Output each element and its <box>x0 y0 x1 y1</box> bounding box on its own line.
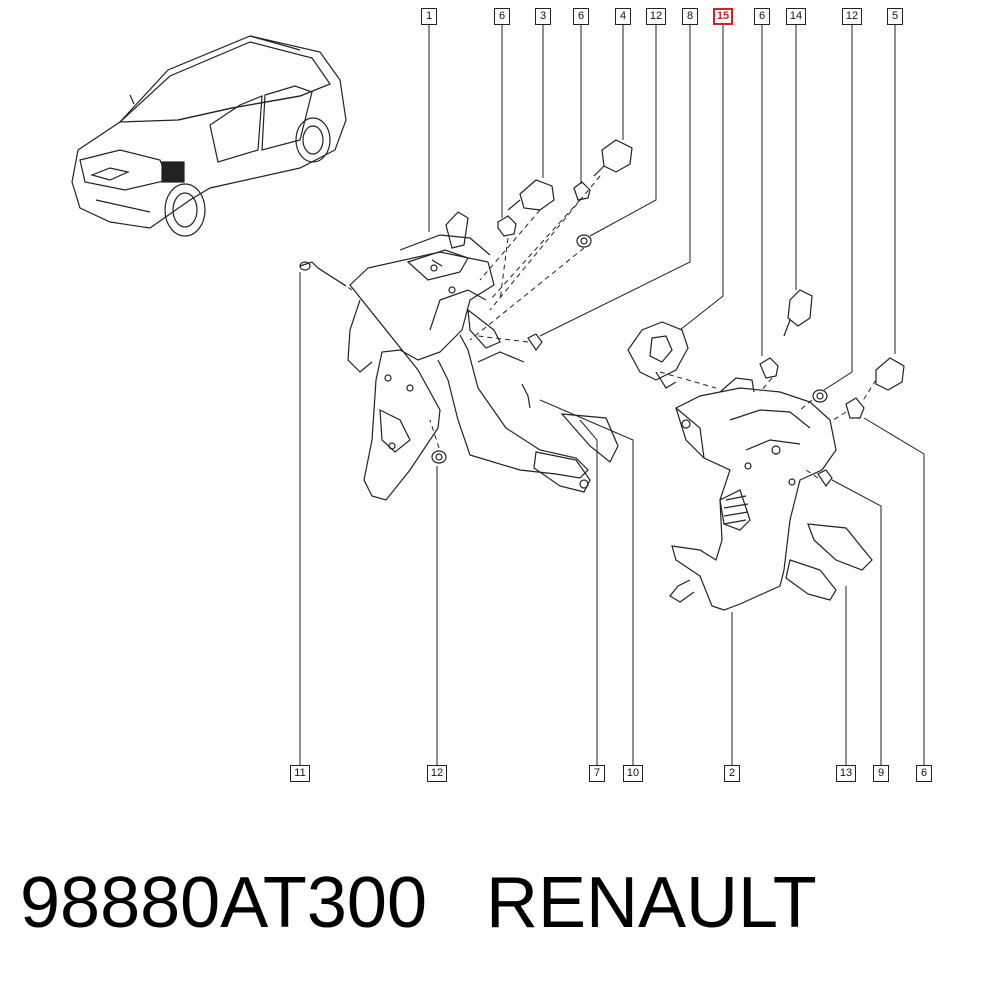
callout-4: 4 <box>615 8 631 25</box>
brake-pedal-assembly <box>347 211 619 501</box>
callout-10: 10 <box>623 765 643 782</box>
bolt-11 <box>299 261 347 287</box>
callout-6: 6 <box>573 8 589 25</box>
clip-9 <box>817 469 833 488</box>
vehicle-location-illustration <box>71 35 347 237</box>
callout-8: 8 <box>682 8 698 25</box>
callout-5: 5 <box>887 8 903 25</box>
callout-13: 13 <box>836 765 856 782</box>
bush-6d <box>845 397 865 419</box>
callout-6: 6 <box>754 8 770 25</box>
callout-14: 14 <box>786 8 806 25</box>
brand-name: RENAULT <box>486 863 817 943</box>
nut-12b <box>812 389 828 403</box>
sensor-4 <box>593 139 633 177</box>
callout-11: 11 <box>290 765 310 782</box>
callout-12: 12 <box>842 8 862 25</box>
callout-1: 1 <box>421 8 437 25</box>
callout-9: 9 <box>873 765 889 782</box>
callout-12: 12 <box>646 8 666 25</box>
position-sensor-15 <box>627 321 689 389</box>
switch-14 <box>783 289 813 337</box>
clip-8 <box>527 333 543 352</box>
clutch-pedal-assembly <box>669 377 873 611</box>
callout-7: 7 <box>589 765 605 782</box>
part-number: 98880AT300 <box>20 863 428 943</box>
callout-15-highlighted[interactable]: 15 <box>713 8 733 25</box>
bush-6c <box>759 357 779 379</box>
leader-lines <box>299 25 925 766</box>
callout-12: 12 <box>427 765 447 782</box>
clip-10 <box>521 383 531 409</box>
callout-3: 3 <box>535 8 551 25</box>
callout-2: 2 <box>724 765 740 782</box>
nut-12a <box>576 234 592 248</box>
switch-3 <box>507 179 555 211</box>
assembly-guide-lines <box>317 175 877 479</box>
bush-6a <box>497 215 517 237</box>
callout-6: 6 <box>916 765 932 782</box>
nut-12-lower <box>431 450 447 464</box>
sensor-5 <box>875 357 905 391</box>
callout-6: 6 <box>494 8 510 25</box>
